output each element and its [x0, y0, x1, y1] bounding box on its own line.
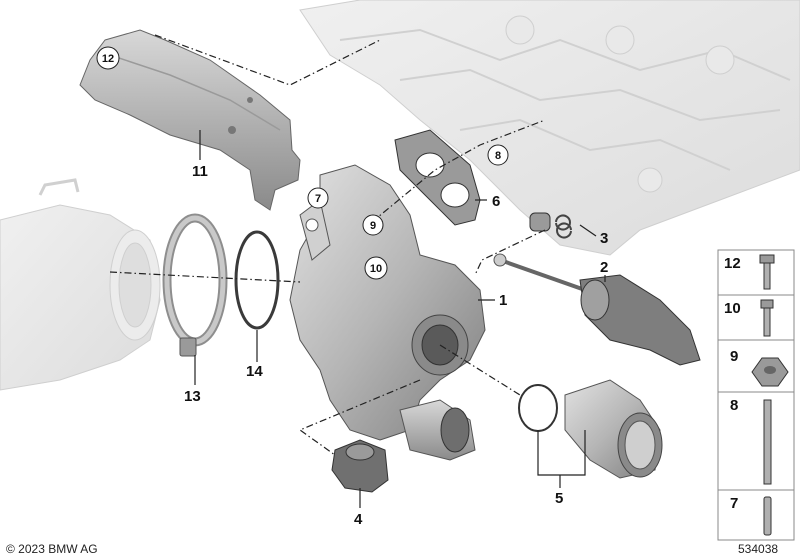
small-parts-legend: 12 10 9 8 7 [717, 249, 795, 541]
callout-6: 6 [492, 193, 500, 210]
bolt-10-icon [760, 299, 774, 337]
clips [529, 212, 572, 239]
callout-1: 1 [499, 292, 507, 309]
engine-block-ghost [299, 0, 800, 256]
callout-9: 9 [370, 220, 376, 232]
heat-shield [79, 29, 301, 211]
legend-label-10: 10 [724, 300, 741, 317]
turbocharger [289, 164, 486, 461]
callout-14: 14 [246, 363, 263, 380]
wastegate-actuator [493, 253, 701, 366]
flange-gasket [394, 129, 481, 226]
stud-8-icon [763, 399, 772, 485]
legend-label-7: 7 [730, 495, 738, 512]
copyright-text: © 2023 BMW AG [6, 542, 98, 556]
callout-12: 12 [102, 53, 114, 65]
gasket-ring [234, 230, 280, 330]
bolt-12-icon [759, 254, 775, 290]
callout-11: 11 [192, 163, 208, 180]
callout-5: 5 [555, 490, 563, 507]
callout-2: 2 [600, 259, 608, 276]
callouts: 11 13 14 1 2 3 4 5 6 [184, 163, 608, 528]
dashed-connectors [109, 34, 546, 456]
diagram-id: 534038 [738, 542, 779, 556]
circled-callouts: 12 7 8 9 10 [96, 46, 509, 280]
nut-9-icon [751, 357, 789, 387]
legend-label-8: 8 [730, 397, 738, 414]
outlet-pipe [564, 379, 663, 479]
legend-label-9: 9 [730, 348, 738, 365]
clamp [162, 213, 228, 357]
catalytic-converter-ghost [0, 178, 161, 391]
callout-8: 8 [495, 150, 501, 162]
outlet-seal-ring [518, 384, 558, 432]
callout-4: 4 [354, 511, 363, 528]
callout-3: 3 [600, 230, 608, 247]
pin-7-icon [763, 496, 772, 536]
callout-10: 10 [370, 263, 382, 275]
callout-13: 13 [184, 388, 201, 405]
pressure-converter [331, 439, 389, 493]
callout-7: 7 [315, 193, 321, 205]
leader-lines [194, 130, 606, 508]
legend-label-12: 12 [724, 255, 741, 272]
